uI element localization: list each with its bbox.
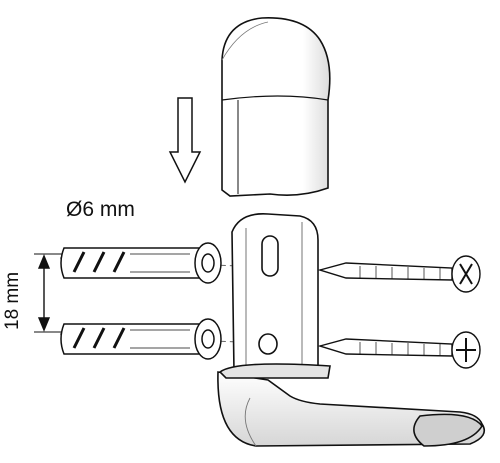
- wall-plug-bottom: [60, 318, 222, 360]
- screw-bottom: [317, 331, 481, 369]
- wall-plug-top: [60, 242, 222, 284]
- diameter-label: Ø6 mm: [66, 198, 135, 221]
- spacing-label: 18 mm: [2, 271, 23, 330]
- dimension-line: [34, 253, 64, 333]
- bracket-hook: [217, 213, 486, 447]
- screw-top: [317, 255, 481, 293]
- cover-cap: [221, 17, 331, 197]
- down-arrow-icon: [168, 97, 202, 184]
